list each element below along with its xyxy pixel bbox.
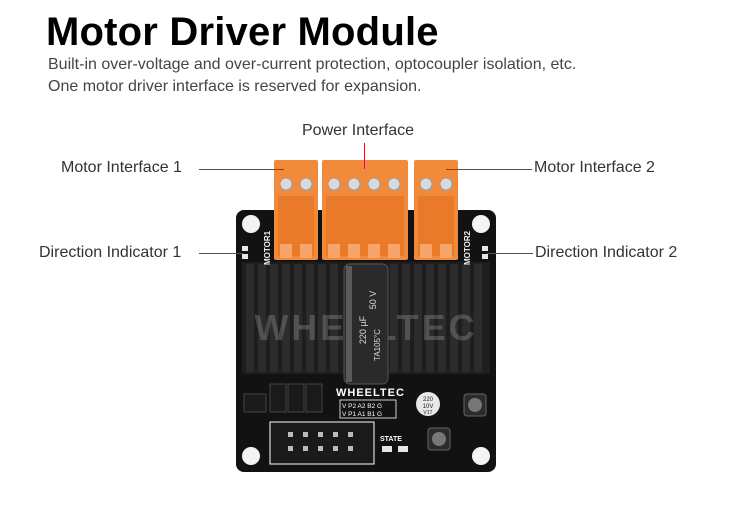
electrolytic-capacitor: 220 µF 50 V TA105°C [343,263,389,385]
silkscreen-motor1: MOTOR1 [263,230,272,265]
pin-label-box [339,399,397,419]
capacitor-label: 220 µF [358,315,368,344]
header-pin [303,446,308,451]
silkscreen-brand: WHEELTEC [336,387,405,399]
state-led [382,446,392,452]
direction-led-1 [242,246,248,259]
heatsink-fin [282,264,290,372]
heatsink-fin [246,264,254,372]
small-capacitor: 220 10V V1T [416,392,440,416]
direction-led-2 [482,246,488,259]
pin-header [269,421,375,465]
heatsink-fin [438,264,446,372]
pin-labels-top: V P2 A2 B2 G [342,403,382,410]
svg-text:220: 220 [423,397,434,403]
header-pin [333,446,338,451]
motor-2-terminal [414,160,458,260]
page-title: Motor Driver Module [46,10,439,54]
leader-line [487,253,533,254]
header-pin [348,446,353,451]
header-pin [318,432,323,437]
leader-line [199,169,284,170]
inductor [463,393,487,417]
capacitor-temp: TA105°C [373,329,382,361]
heatsink-fin [426,264,434,372]
header-pin [288,446,293,451]
callout-direction-indicator-2: Direction Indicator 2 [535,244,678,261]
mounting-hole [472,447,490,465]
mounting-hole [242,447,260,465]
heatsink-fin [474,264,482,372]
heatsink-fin [306,264,314,372]
optocoupler-chips [243,383,323,413]
leader-line [446,169,532,170]
description-line-2: One motor driver interface is reserved f… [48,78,422,95]
silkscreen-state: STATE [380,436,402,443]
power-terminal [322,160,408,260]
heatsink-fin [258,264,266,372]
callout-direction-indicator-1: Direction Indicator 1 [39,244,182,261]
heatsink-fin [402,264,410,372]
header-pin [348,432,353,437]
header-pin [288,432,293,437]
callout-motor-interface-2: Motor Interface 2 [534,159,655,176]
callout-power-interface: Power Interface [302,122,415,139]
header-pin [318,446,323,451]
heatsink-fin [450,264,458,372]
state-led [398,446,408,452]
leader-line [199,253,243,254]
header-pin [333,432,338,437]
pin-labels-bottom: V P1 A1 B1 G [342,411,382,418]
heatsink-fin [270,264,278,372]
heatsink-fin [330,264,338,372]
heatsink-fin [294,264,302,372]
heatsink-fin [318,264,326,372]
svg-text:10V: 10V [423,404,434,410]
svg-text:V1T: V1T [423,410,432,416]
silkscreen-motor2: MOTOR2 [463,230,472,265]
callout-motor-interface-1: Motor Interface 1 [61,159,182,176]
capacitor-voltage: 50 V [368,291,378,310]
mounting-hole [242,215,260,233]
heatsink-fin [390,264,398,372]
header-pin [303,432,308,437]
heatsink-fin [414,264,422,372]
mounting-hole [472,215,490,233]
leader-line [364,143,365,169]
motor-1-terminal [274,160,318,260]
heatsink-fin [462,264,470,372]
description-line-1: Built-in over-voltage and over-current p… [48,56,577,73]
inductor [427,427,451,451]
